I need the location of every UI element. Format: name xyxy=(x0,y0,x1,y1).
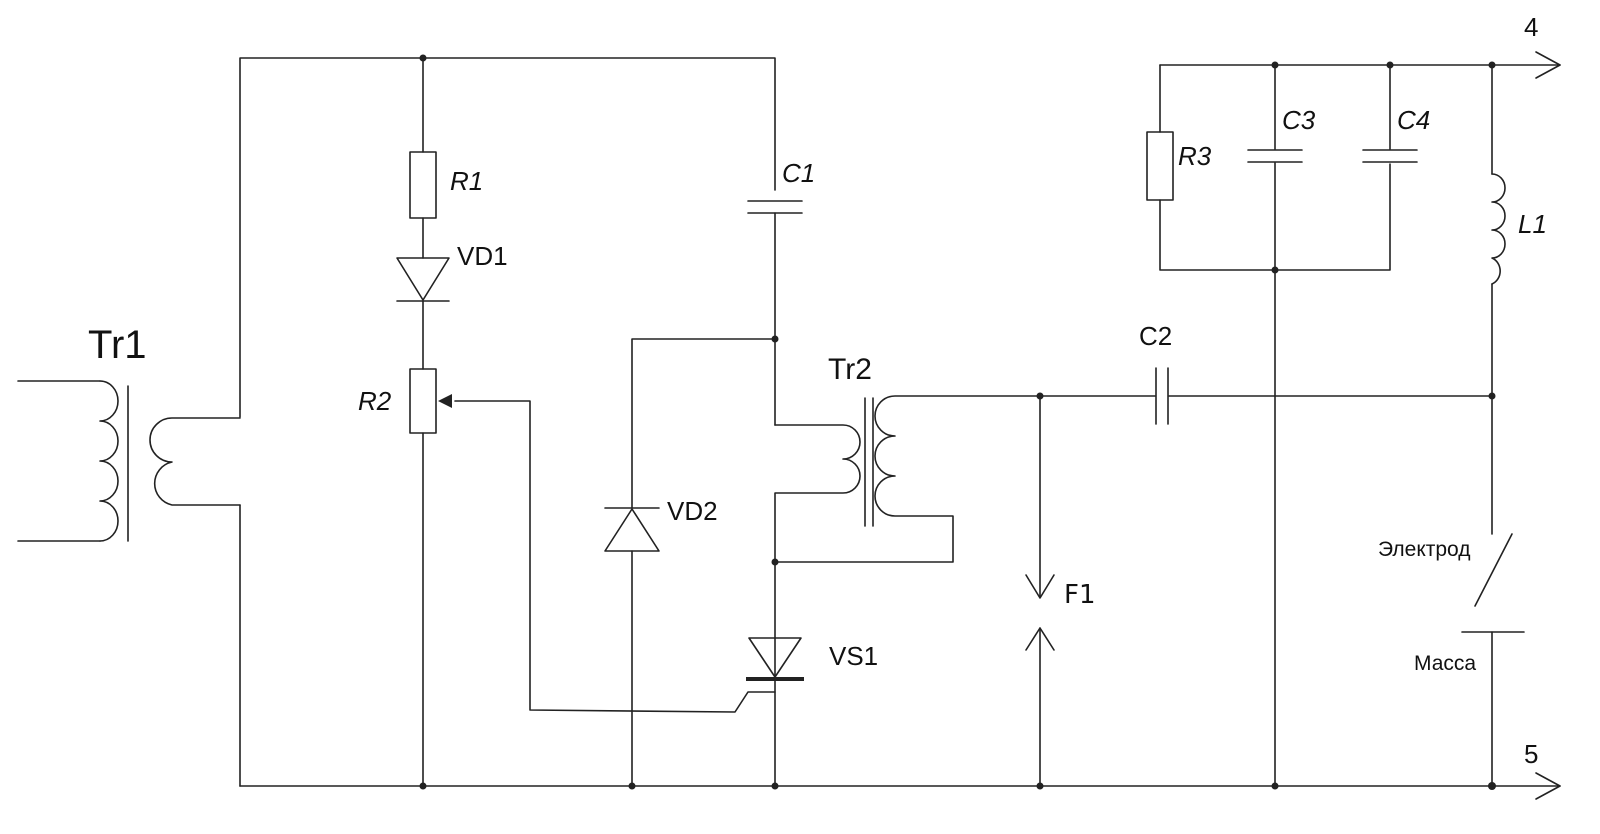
c2-label: C2 xyxy=(1139,321,1172,351)
f1-lower-arrow xyxy=(1025,627,1055,651)
electrode-label: Электрод xyxy=(1378,538,1471,561)
junction-dot xyxy=(1488,61,1496,69)
r2-label: R2 xyxy=(358,386,392,416)
top-rail-left xyxy=(239,57,776,418)
branch-r1-vd1-r2: R1 VD1 R2 xyxy=(358,57,776,787)
ground-label: Масса xyxy=(1414,652,1476,675)
junction-dot xyxy=(1271,782,1279,790)
r2-wiper-arrow xyxy=(438,394,452,408)
l1-label: L1 xyxy=(1518,209,1547,239)
vd1-label: VD1 xyxy=(457,241,508,271)
junction-dot xyxy=(1271,61,1279,69)
junction-dot xyxy=(771,335,779,343)
diode-vd2 xyxy=(604,508,660,552)
tr2-primary-winding xyxy=(774,424,861,787)
r1-label: R1 xyxy=(450,166,483,196)
output-terminals: 4 5 xyxy=(1524,12,1561,800)
filter-network: R3 C3 C4 xyxy=(1146,64,1561,787)
junction-dot xyxy=(419,54,427,62)
junction-dot xyxy=(1036,392,1044,400)
terminal-4-label: 4 xyxy=(1524,12,1538,42)
junction-dot xyxy=(1488,392,1496,400)
junction-dot xyxy=(771,782,779,790)
junction-dot xyxy=(628,782,636,790)
junction-dot xyxy=(1386,61,1394,69)
tr1-primary-winding xyxy=(99,380,119,542)
l1-winding xyxy=(1491,173,1506,285)
resistor-r2 xyxy=(409,368,437,434)
tr1-secondary-winding xyxy=(149,417,241,506)
rails xyxy=(239,57,1561,787)
branch-c1-tr2-vs1: C1 VD2 Tr2 VS1 xyxy=(604,158,1041,787)
terminal-4-arrow xyxy=(1535,51,1561,79)
tr2-secondary-winding xyxy=(774,395,1041,563)
terminal-5-arrow xyxy=(1535,772,1561,800)
f1-label: F1 xyxy=(1064,580,1096,610)
junction-dot xyxy=(1036,782,1044,790)
junction-dot xyxy=(1271,266,1279,274)
c1-label: C1 xyxy=(782,158,815,188)
electrode-contact: Электрод Масса xyxy=(1378,533,1525,787)
f1-upper-arrow xyxy=(1025,574,1055,599)
inductor-l1: L1 xyxy=(1491,64,1547,535)
vd2-label: VD2 xyxy=(667,496,718,526)
junction-dot xyxy=(419,782,427,790)
capacitor-c2: C2 xyxy=(1039,321,1493,425)
junction-dots xyxy=(419,54,1496,790)
spark-gap-f1: F1 xyxy=(1025,395,1096,787)
tr2-label: Tr2 xyxy=(828,353,872,386)
r3-label: R3 xyxy=(1178,141,1212,171)
r2-wiper-wire xyxy=(454,400,776,713)
diode-vd1 xyxy=(396,257,450,301)
transformer-tr1: Tr1 xyxy=(17,323,241,542)
resistor-r3 xyxy=(1146,131,1174,201)
vs1-label: VS1 xyxy=(829,641,878,671)
thyristor-vs1 xyxy=(748,637,802,678)
junction-dot xyxy=(771,558,779,566)
resistor-r1 xyxy=(409,151,437,219)
tr1-label: Tr1 xyxy=(88,323,147,367)
c3-label: C3 xyxy=(1282,105,1316,135)
electrode-switch xyxy=(1474,533,1513,607)
vd2-top-wire xyxy=(631,338,776,509)
terminal-5-label: 5 xyxy=(1524,739,1538,769)
junction-dot xyxy=(1488,782,1496,790)
c4-label: C4 xyxy=(1397,105,1430,135)
